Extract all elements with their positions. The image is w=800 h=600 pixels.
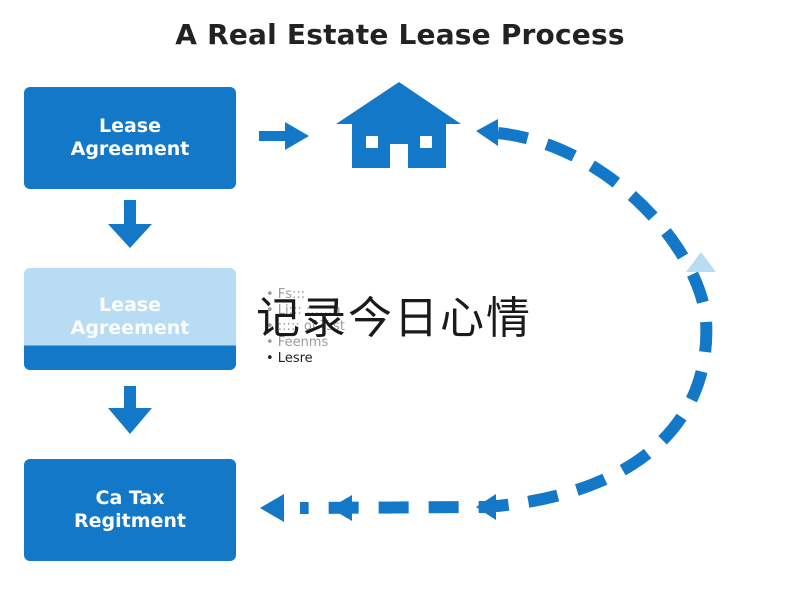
- faded-notes-list: • Fs::: • Li::: ::::::n • ::::: of Tsst …: [266, 287, 345, 367]
- note-item: • Feenms: [266, 335, 329, 350]
- overlay-text: 记录今日心情: [256, 293, 532, 344]
- note-item: • Lesre: [266, 351, 313, 366]
- note-item: • ::::: of Tsst: [266, 319, 345, 334]
- loop-arrowhead-bottom-3: [260, 494, 284, 522]
- loop-arrowhead-bottom-1: [476, 494, 496, 520]
- step-box-lease-agreement-faded: Lease Agreement: [24, 268, 236, 370]
- note-item: • Li::: ::::::n: [266, 303, 341, 318]
- dashed-loop-path: [299, 127, 713, 514]
- step-label: Ca Tax Regitment: [73, 487, 186, 532]
- arrow-down-1: [108, 200, 152, 248]
- house-icon: [336, 82, 461, 168]
- loop-arrowhead-top: [476, 119, 498, 146]
- step-box-tax-regitment: Ca Tax Regitment: [24, 459, 236, 561]
- step-label: Lease Agreement: [70, 115, 190, 160]
- loop-arrowhead-up: [686, 252, 716, 272]
- loop-arrowhead-bottom-2: [330, 495, 352, 521]
- arrow-right-to-house: [259, 122, 309, 150]
- note-item: • Fs:::: [266, 287, 306, 302]
- arrow-down-2: [108, 386, 152, 434]
- step-box-lease-agreement: Lease Agreement: [24, 87, 236, 189]
- diagram-title: A Real Estate Lease Process: [175, 18, 625, 51]
- step-label: Lease Agreement: [70, 294, 190, 339]
